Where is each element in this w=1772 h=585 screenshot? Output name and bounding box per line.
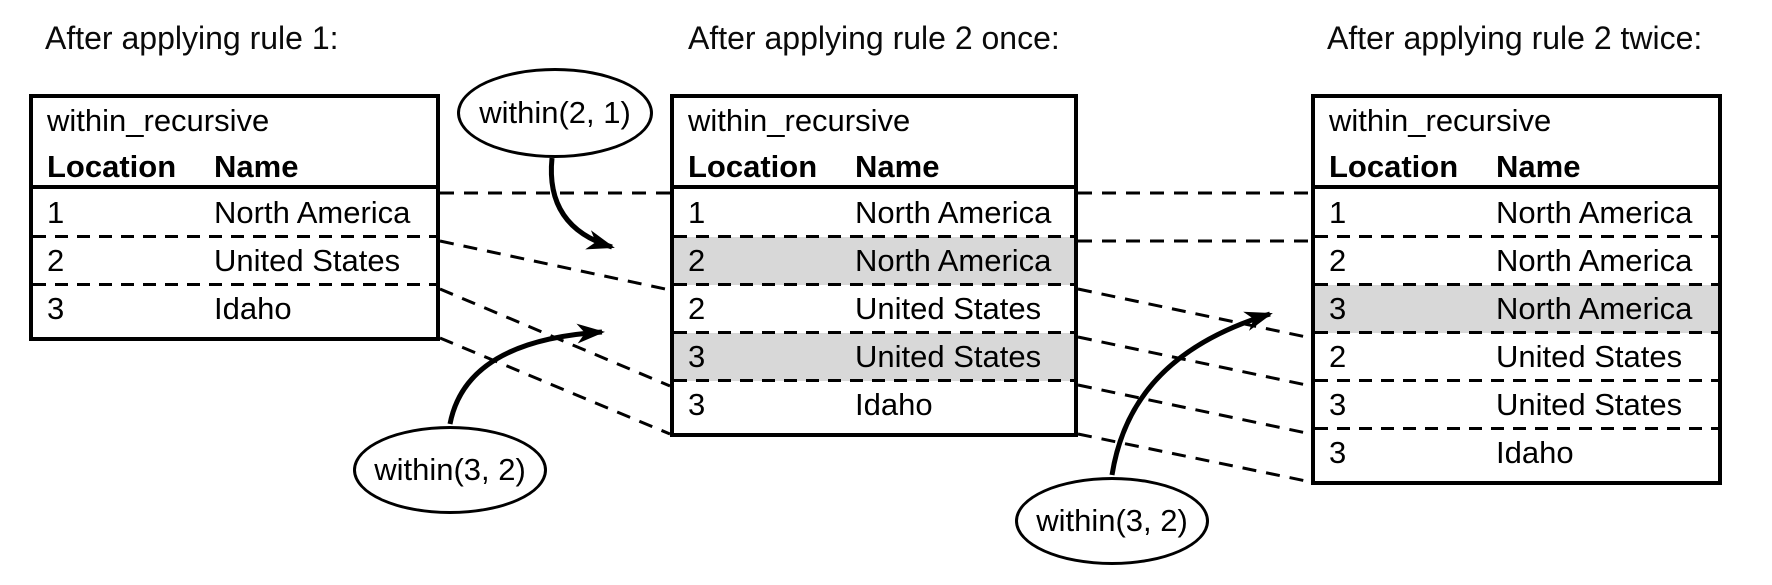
- table-row-highlighted: 3 United States: [674, 331, 1074, 381]
- arrow-within-2-1: [548, 157, 615, 250]
- row-correspondence-lines-right: [1077, 191, 1312, 484]
- table-after-rule-1: within_recursive Location Name 1 North A…: [29, 94, 440, 341]
- column-header-name: Name: [855, 148, 940, 184]
- cell-location: 2: [688, 243, 706, 278]
- annotation-label: within(3, 2): [374, 452, 526, 487]
- cell-location: 3: [47, 291, 65, 326]
- table-row: 1 North America: [1315, 189, 1718, 237]
- annotation-within-3-2-first: within(3, 2): [353, 426, 547, 514]
- annotation-within-2-1: within(2, 1): [457, 68, 653, 158]
- table-row: 2 United States: [33, 235, 436, 285]
- column-header-name: Name: [214, 148, 299, 184]
- cell-location: 3: [1329, 387, 1347, 422]
- cell-location: 3: [1329, 291, 1347, 326]
- table-row: 3 United States: [1315, 379, 1718, 429]
- table-row: 3 Idaho: [1315, 427, 1718, 477]
- table-row-highlighted: 3 North America: [1315, 283, 1718, 333]
- cell-name: North America: [214, 195, 411, 230]
- cell-location: 3: [1329, 435, 1347, 470]
- table-row: 2 North America: [1315, 235, 1718, 285]
- table-row: 1 North America: [674, 189, 1074, 237]
- panel-title-rule-1: After applying rule 1:: [45, 20, 339, 56]
- table-header: within_recursive Location Name: [33, 98, 436, 189]
- arrow-within-3-2-second: [1109, 311, 1273, 476]
- table-row-highlighted: 2 North America: [674, 235, 1074, 285]
- cell-name: United States: [855, 339, 1042, 374]
- table-after-rule-2-twice: within_recursive Location Name 1 North A…: [1311, 94, 1722, 485]
- cell-location: 3: [688, 339, 706, 374]
- annotation-label: within(2, 1): [479, 95, 631, 130]
- table-row: 2 United States: [674, 283, 1074, 333]
- annotation-within-3-2-second: within(3, 2): [1015, 477, 1209, 565]
- panel-title-rule-2-once: After applying rule 2 once:: [688, 20, 1060, 56]
- table-name: within_recursive: [47, 103, 270, 138]
- cell-name: North America: [855, 243, 1052, 278]
- column-header-location: Location: [688, 148, 818, 184]
- table-row: 2 United States: [1315, 331, 1718, 381]
- cell-name: United States: [1496, 387, 1683, 422]
- cell-location: 3: [688, 387, 706, 422]
- cell-location: 2: [1329, 339, 1347, 374]
- cell-name: North America: [1496, 195, 1693, 230]
- table-row: 3 Idaho: [674, 379, 1074, 429]
- cell-location: 2: [688, 291, 706, 326]
- panel-title-rule-2-twice: After applying rule 2 twice:: [1327, 20, 1703, 56]
- table-header: within_recursive Location Name: [674, 98, 1074, 189]
- column-header-location: Location: [1329, 148, 1459, 184]
- table-after-rule-2-once: within_recursive Location Name 1 North A…: [670, 94, 1078, 437]
- cell-location: 2: [47, 243, 65, 278]
- cell-location: 2: [1329, 243, 1347, 278]
- annotation-label: within(3, 2): [1036, 503, 1188, 538]
- row-correspondence-lines-left: [439, 191, 671, 436]
- cell-name: North America: [855, 195, 1052, 230]
- cell-name: Idaho: [214, 291, 292, 326]
- column-header-location: Location: [47, 148, 177, 184]
- arrow-within-3-2-first: [447, 323, 605, 425]
- table-header: within_recursive Location Name: [1315, 98, 1718, 189]
- cell-name: North America: [1496, 243, 1693, 278]
- cell-name: United States: [1496, 339, 1683, 374]
- cell-location: 1: [1329, 195, 1347, 230]
- table-row: 1 North America: [33, 189, 436, 237]
- cell-name: United States: [855, 291, 1042, 326]
- cell-location: 1: [688, 195, 706, 230]
- table-row: 3 Idaho: [33, 283, 436, 333]
- table-name: within_recursive: [1329, 103, 1552, 138]
- column-header-name: Name: [1496, 148, 1581, 184]
- cell-name: United States: [214, 243, 401, 278]
- table-name: within_recursive: [688, 103, 911, 138]
- cell-location: 1: [47, 195, 65, 230]
- cell-name: North America: [1496, 291, 1693, 326]
- cell-name: Idaho: [1496, 435, 1574, 470]
- cell-name: Idaho: [855, 387, 933, 422]
